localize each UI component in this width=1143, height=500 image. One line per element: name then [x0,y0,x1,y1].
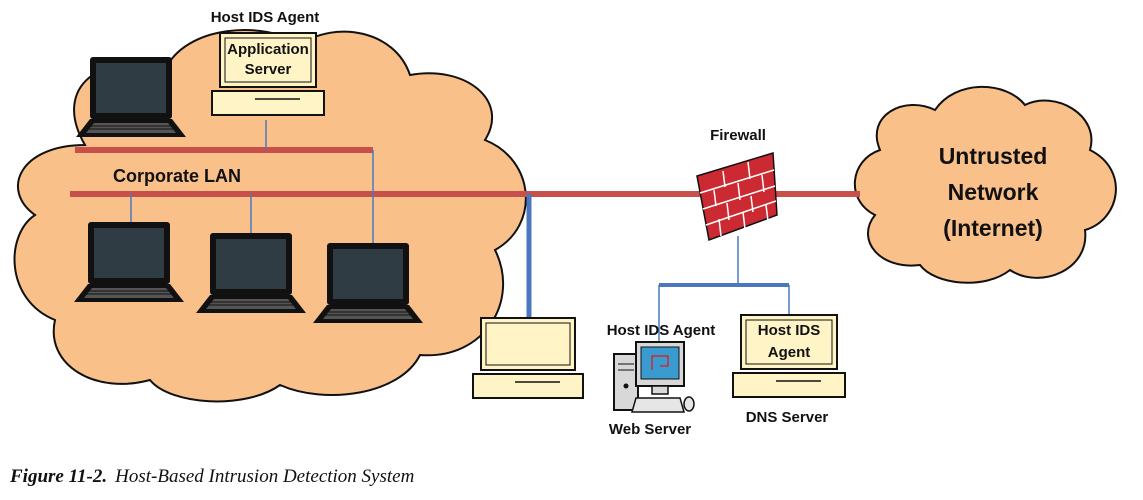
app-server-agent-label: Host IDS Agent [211,9,320,26]
laptop-icon [73,221,185,303]
firewall-icon [696,152,778,242]
figure-title: Host-Based Intrusion Detection System [115,466,415,487]
lan-drop-lines [130,120,374,243]
app-server-label-line1: Application [227,41,309,58]
dns-server-icon [732,314,846,398]
dns-agent-label-line1: Host IDS [758,322,821,339]
workstation-icon [472,317,584,399]
figure-caption: Figure 11-2. Host-Based Intrusion Detecti… [10,466,414,488]
firewall-label: Firewall [710,127,766,144]
web-server-agent-label: Host IDS Agent [607,322,716,339]
laptop-icon [312,242,424,324]
figure-number: Figure 11-2. [10,466,108,487]
dns-server-label: DNS Server [746,409,829,426]
untrusted-label-line3: (Internet) [943,215,1043,241]
laptop-icon [195,232,307,314]
web-server-label: Web Server [609,421,691,438]
untrusted-cloud [853,85,1117,284]
untrusted-label-line2: Network [948,179,1039,205]
web-server-icon [613,341,695,413]
untrusted-label-line1: Untrusted [939,143,1048,169]
dns-agent-label-line2: Agent [768,344,811,361]
app-server-label-line2: Server [245,61,292,78]
laptop-icon [75,56,187,138]
application-server-icon [211,32,325,116]
corporate-lan-label: Corporate LAN [113,166,241,186]
dmz-links [658,236,790,345]
